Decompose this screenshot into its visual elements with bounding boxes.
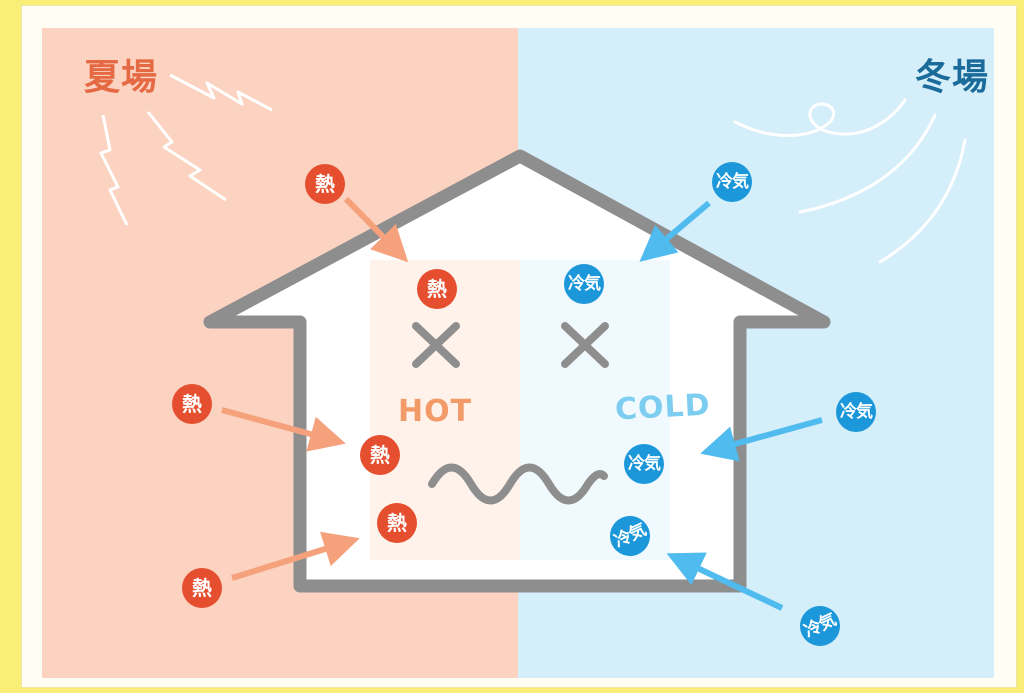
summer-label: 夏場 <box>84 48 158 100</box>
cold-air-badge: 冷気 <box>836 392 876 432</box>
winter-label: 冬場 <box>915 48 989 100</box>
heat-badge: 熱 <box>417 269 457 309</box>
hot-label: HOT <box>398 394 472 429</box>
house-diagram <box>22 6 1016 687</box>
cold-air-badge: 冷気 <box>624 444 664 484</box>
cold-air-badge: 冷気 <box>712 162 752 202</box>
heat-badge: 熱 <box>182 568 222 608</box>
diagram-frame: 夏場 冬場 HOT COLD 熱 熱 熱 熱 熱 熱 冷気 冷気 冷気 冷気 冷… <box>22 6 1016 687</box>
heat-badge: 熱 <box>305 164 345 204</box>
cold-air-badge: 冷気 <box>564 264 604 304</box>
heat-badge: 熱 <box>172 384 212 424</box>
cold-label: COLD <box>614 388 711 428</box>
heat-badge: 熱 <box>377 503 417 543</box>
heat-badge: 熱 <box>360 435 400 475</box>
